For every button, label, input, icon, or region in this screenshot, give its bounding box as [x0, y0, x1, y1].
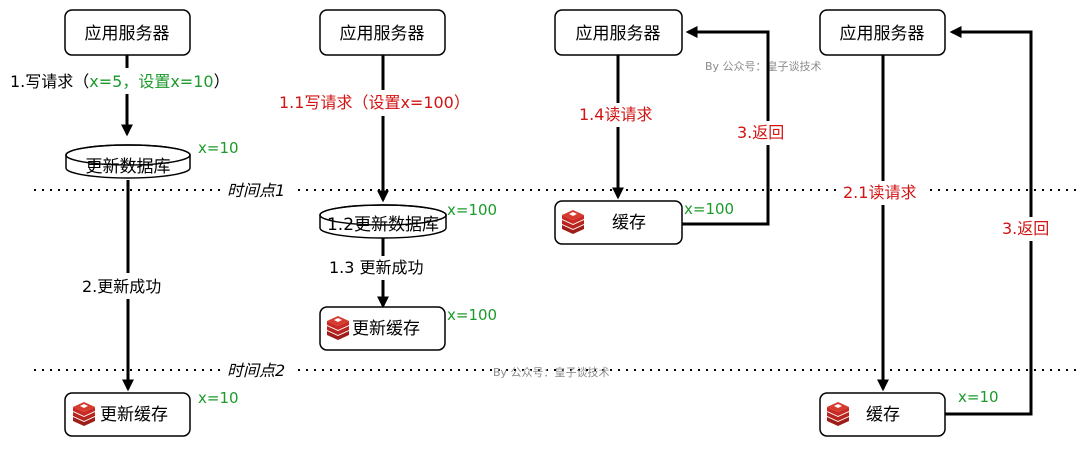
cache-value: x=10 — [958, 388, 999, 406]
write-request-label: 1.写请求（x=5，设置x=10） — [10, 72, 230, 91]
app-server-label: 应用服务器 — [85, 24, 170, 44]
database-cylinder — [65, 144, 191, 179]
app-server-label: 应用服务器 — [840, 24, 925, 44]
read-request-label: 2.1读请求 — [843, 183, 916, 202]
return-label: 3.返回 — [1002, 219, 1049, 238]
db-value: x=10 — [198, 139, 239, 157]
read-request-label: 1.4读请求 — [579, 105, 652, 124]
redis-icon — [327, 316, 349, 340]
redis-icon — [73, 402, 95, 426]
watermark: By 公众号：皇子谈技术 — [493, 365, 610, 379]
update-cache-box — [64, 392, 191, 437]
cache-label: 缓存 — [866, 405, 900, 425]
update-db-label: 更新数据库 — [86, 157, 171, 177]
app-server-label: 应用服务器 — [340, 24, 425, 44]
cache-value: x=100 — [447, 306, 497, 324]
database-cylinder — [319, 204, 447, 239]
redis-icon — [562, 210, 584, 234]
write-request-label: 1.1写请求（设置x=100） — [279, 93, 470, 112]
redis-icon — [827, 402, 849, 426]
time-point-1-label: 时间点1 — [227, 181, 285, 200]
update-success-label: 2.更新成功 — [82, 277, 161, 296]
update-success-label: 1.3 更新成功 — [329, 258, 424, 277]
update-cache-box — [319, 306, 446, 351]
db-value: x=100 — [447, 201, 497, 219]
return-label: 3.返回 — [737, 123, 784, 142]
watermark: By 公众号：皇子谈技术 — [705, 59, 822, 73]
update-cache-label: 更新缓存 — [352, 319, 420, 339]
cache-value: x=10 — [198, 389, 239, 407]
app-server-label: 应用服务器 — [576, 24, 661, 44]
cache-label: 缓存 — [612, 213, 646, 233]
time-point-2-label: 时间点2 — [227, 361, 285, 380]
update-db-label: 1.2更新数据库 — [327, 215, 439, 235]
update-cache-label: 更新缓存 — [100, 405, 168, 425]
cache-value: x=100 — [684, 200, 734, 218]
